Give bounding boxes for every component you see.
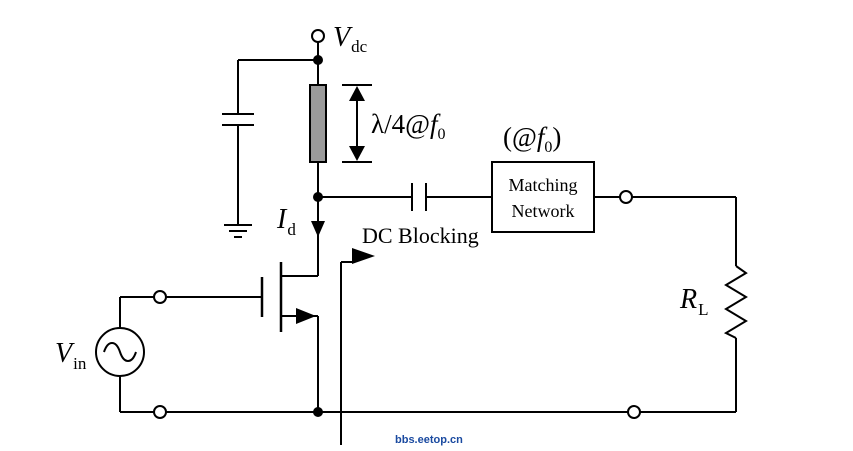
junction-source [313,407,323,417]
output-terminal-bottom [627,405,641,419]
input-terminal-bottom [153,405,167,419]
rl-label: RL [679,284,709,319]
dc-blocking-capacitor [411,183,427,211]
drain-current-arrow [311,221,325,237]
quarter-wave-label: λ/4@f0 [371,109,445,143]
vdc-terminal [311,29,325,43]
matching-network-line2: Network [512,201,575,221]
watermark: bbs.eetop.cn [395,434,463,446]
input-terminal-top [153,290,167,304]
quarter-wave-line [309,84,327,163]
length-dimension-arrowheads [349,86,365,161]
pointer-arrowhead [352,248,375,264]
mosfet-source-arrow [296,308,316,324]
matching-network-box [491,161,595,233]
junction-vdc [313,55,323,65]
dc-blocking-label: DC Blocking [362,223,479,248]
output-terminal-top [619,190,633,204]
vdc-label: Vdc [333,22,368,56]
wires [119,42,737,445]
vin-label: Vin [55,338,87,373]
mosfet [260,262,283,332]
junctions [313,55,323,417]
id-label: Id [276,204,296,239]
load-resistor [723,265,748,339]
matching-frequency-label: (@f0) [503,122,561,156]
length-dimension [342,84,372,163]
decoupling-capacitor [222,113,254,126]
ground-symbol [224,224,252,238]
terminals [153,29,641,419]
junction-drain [313,192,323,202]
matching-network-line1: Matching [509,175,578,195]
ac-source [95,327,145,377]
